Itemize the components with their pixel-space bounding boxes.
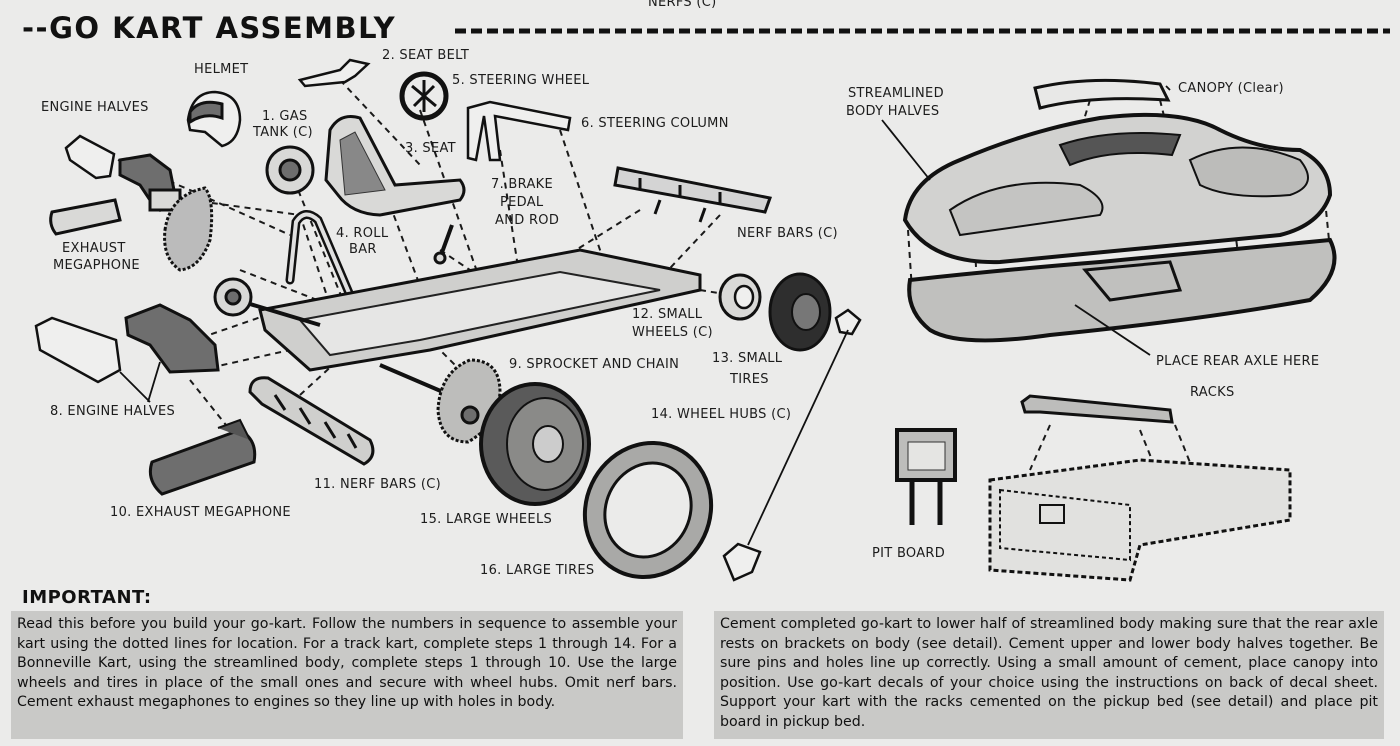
label-exhaust-top-1: EXHAUST [62,241,126,256]
seat-part [324,115,466,217]
label-gas-tank-1: 1. GAS [262,109,308,124]
label-roll-bar-2: BAR [349,242,377,257]
chassis-frame-part [229,248,702,397]
label-gas-tank-2: TANK (C) [252,125,313,140]
important-heading: IMPORTANT: [22,587,152,608]
engine-halves-top-part [64,134,182,213]
label-small-wheels-2: WHEELS (C) [632,325,713,340]
instructions-left: Read this before you build your go-kart.… [11,611,683,739]
pickup-bed-part [988,458,1292,582]
exhaust-megaphone-part [148,418,257,496]
engine-halves-part [34,303,220,384]
rear-hub-part [213,277,253,317]
racks-part [1020,394,1174,424]
nerf-bars-top-part [613,166,772,223]
label-small-tires-1: 13. SMALL [712,351,783,366]
steering-wheel-part [399,71,449,121]
small-tire-part [768,272,832,352]
nerf-bars-part [248,376,375,466]
roll-bar-part [285,210,357,305]
label-engine-halves-top: ENGINE HALVES [41,100,149,115]
label-nerf-bars-11: 11. NERF BARS (C) [314,477,441,492]
label-seat-belt: 2. SEAT BELT [382,48,469,63]
label-small-tires-2: TIRES [729,372,769,387]
label-wheel-hubs: 14. WHEEL HUBS (C) [651,407,791,422]
label-brake-1: 7. BRAKE [491,177,553,192]
label-steering-column: 6. STEERING COLUMN [581,116,729,131]
label-roll-bar-1: 4. ROLL [336,226,389,241]
label-nerf-bars-top: NERF BARS (C) [737,226,838,241]
label-brake-2: PEDAL [500,195,544,210]
label-body-2: BODY HALVES [846,104,939,119]
large-tire-part [582,441,714,579]
large-wheel-part [479,382,591,506]
leader-lines [119,85,1171,403]
label-exhaust-top-2: MEGAPHONE [53,258,140,273]
small-wheel-part [718,273,762,321]
chain-top-part [163,186,214,272]
label-engine-halves-8: 8. ENGINE HALVES [50,404,175,419]
helmet-part [186,90,242,148]
gas-tank-part [265,145,315,195]
brake-pedal-part [433,224,454,265]
streamlined-body-part [902,78,1337,343]
label-steering-wheel: 5. STEERING WHEEL [452,73,590,88]
label-rear-axle: PLACE REAR AXLE HERE [1156,354,1319,369]
label-large-tires: 16. LARGE TIRES [480,563,594,578]
label-sprocket-chain: 9. SPROCKET AND CHAIN [509,357,679,372]
label-body-1: STREAMLINED [848,86,944,101]
wheel-hub-parts [722,308,862,582]
top-fragment-label: NERFS (C) [648,0,717,10]
label-pit-board: PIT BOARD [872,546,945,561]
label-small-wheels-1: 12. SMALL [632,307,703,322]
steering-column-part [466,100,572,162]
label-helmet: HELMET [194,62,248,77]
label-exhaust-10: 10. EXHAUST MEGAPHONE [110,505,291,520]
seat-belt-part [297,58,371,88]
label-seat: 3. SEAT [405,141,456,156]
instructions-right: Cement completed go-kart to lower half o… [714,611,1384,739]
label-large-wheels: 15. LARGE WHEELS [420,512,552,527]
pit-board-part [895,428,957,525]
label-canopy: CANOPY (Clear) [1178,81,1284,96]
exhaust-megaphone-top-part [49,198,122,236]
label-brake-3: AND ROD [495,213,559,228]
label-racks: RACKS [1190,385,1235,400]
page-title: --GO KART ASSEMBLY [22,11,396,45]
